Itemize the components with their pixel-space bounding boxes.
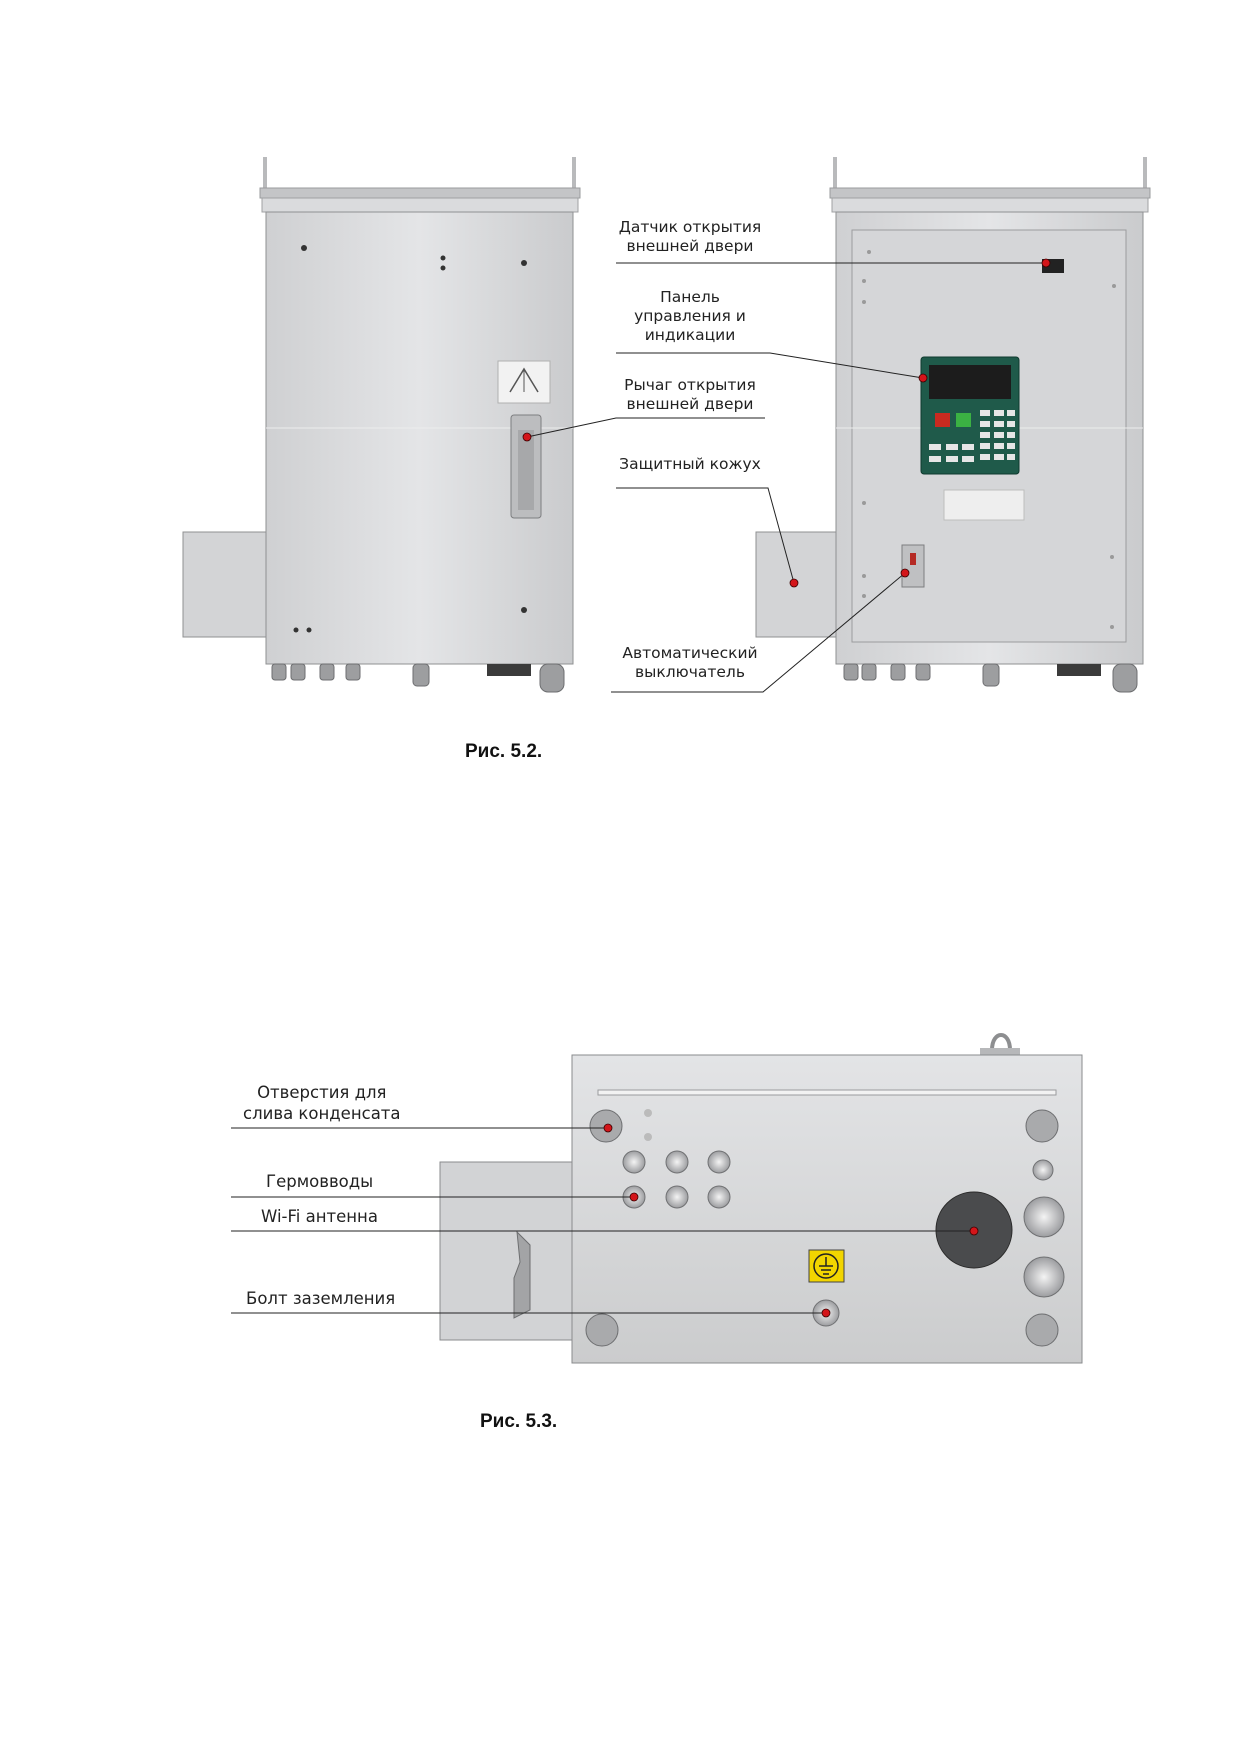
- figure-5-3-caption: Рис. 5.3.: [480, 1411, 558, 1432]
- label-circuit-breaker-line2: выключатель: [635, 663, 745, 681]
- label-door-sensor-line1: Датчик открытия: [618, 218, 762, 236]
- label-wifi-antenna: Wi-Fi антенна: [261, 1207, 378, 1226]
- label-control-panel-line2: управления и: [634, 307, 746, 325]
- label-drain-holes-line2: слива конденсата: [243, 1104, 401, 1123]
- figure-5-2-leader-lines: [526, 262, 1046, 693]
- figure-5-3-markers: [603, 1123, 979, 1318]
- label-control-panel-line1: Панель: [660, 288, 720, 306]
- label-protective-cover: Защитный кожух: [614, 455, 766, 474]
- figure-5-2-caption: Рис. 5.2.: [465, 741, 543, 762]
- label-door-sensor-line2: внешней двери: [626, 237, 754, 255]
- label-door-lever-line2: внешней двери: [626, 395, 754, 413]
- label-ground-bolt: Болт заземления: [246, 1289, 396, 1308]
- label-circuit-breaker: Автоматический выключатель: [614, 644, 766, 682]
- label-protective-cover-line1: Защитный кожух: [619, 455, 761, 473]
- enclosure-front-closed: [182, 157, 581, 693]
- label-door-lever: Рычаг открытия внешней двери: [614, 376, 766, 414]
- label-cable-glands: Гермовводы: [266, 1172, 374, 1191]
- enclosure-front-open: [755, 157, 1151, 693]
- enclosure-bottom-view: [439, 1033, 1083, 1364]
- label-control-panel-line3: индикации: [644, 326, 736, 344]
- label-drain-holes: Отверстия для слива конденсата: [243, 1083, 401, 1123]
- label-door-sensor: Датчик открытия внешней двери: [614, 218, 766, 256]
- label-drain-holes-line1: Отверстия для: [257, 1083, 387, 1102]
- label-circuit-breaker-line1: Автоматический: [622, 644, 758, 662]
- label-control-panel: Панель управления и индикации: [614, 288, 766, 345]
- figure-5-3-illustration: [231, 1033, 1083, 1364]
- figure-5-3-leader-lines: [231, 1127, 974, 1314]
- figure-5-2-markers: [522, 258, 1051, 588]
- figure-5-2-illustration: [182, 157, 1151, 693]
- label-door-lever-line1: Рычаг открытия: [624, 376, 756, 394]
